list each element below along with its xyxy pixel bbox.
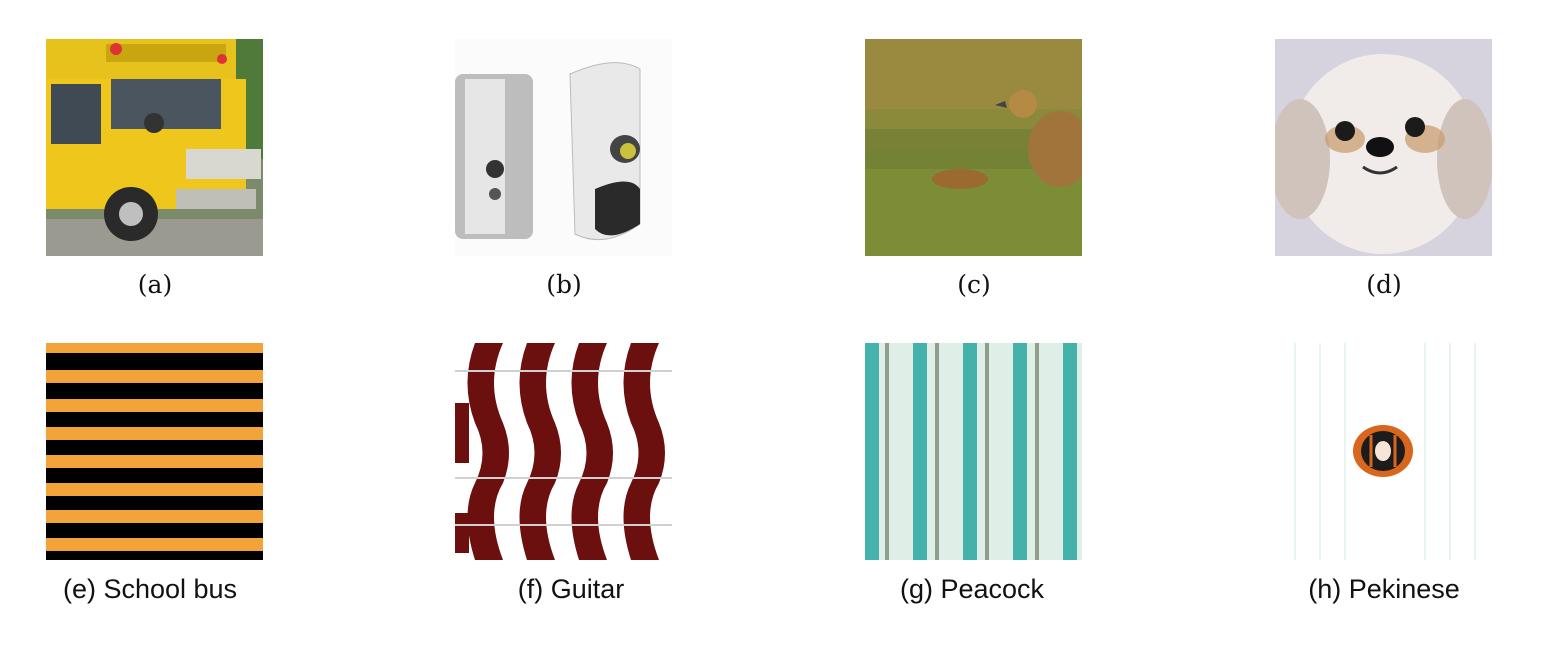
caption-f: (f) Guitar	[517, 574, 625, 604]
bird-on-grass-photo	[865, 39, 1082, 256]
school-bus-photo	[46, 39, 263, 256]
caption-a: (a)	[137, 270, 173, 299]
caption-b: (b)	[546, 270, 582, 299]
caption-h: (h) Pekinese	[1308, 574, 1460, 604]
guitar-pattern	[455, 343, 672, 560]
caption-c: (c)	[957, 270, 991, 299]
pekinese-pattern	[1275, 343, 1492, 560]
soap-dispenser-photo	[455, 39, 672, 256]
caption-d: (d)	[1366, 270, 1402, 299]
school-bus-pattern	[46, 343, 263, 560]
caption-e: (e) School bus	[62, 574, 238, 604]
peacock-pattern	[865, 343, 1082, 560]
dog-face-photo	[1275, 39, 1492, 256]
caption-g: (g) Peacock	[899, 574, 1045, 604]
